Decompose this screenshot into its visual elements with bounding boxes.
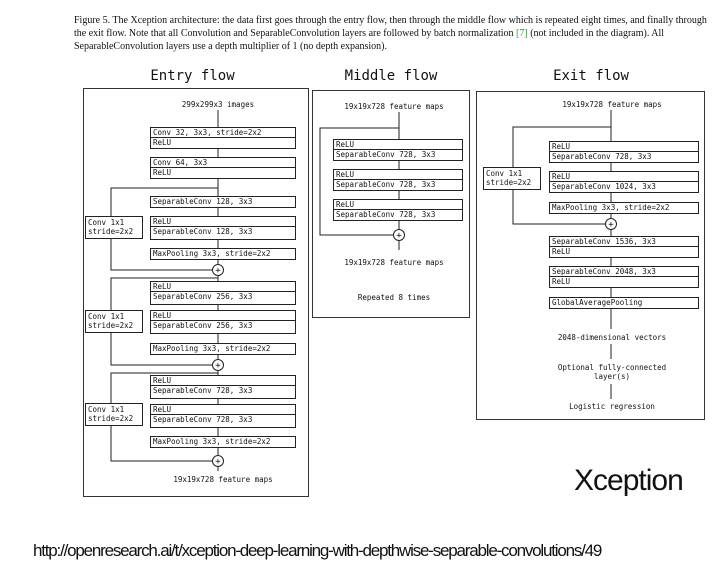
layer-label: ReLU bbox=[550, 246, 698, 256]
middle-relu-sepconv728-block-2: ReLU SeparableConv 728, 3x3 bbox=[333, 169, 463, 191]
middle-output-label: 19x19x728 feature maps bbox=[344, 258, 444, 267]
exit-fc-label: Optional fully-connected layer(s) bbox=[540, 363, 684, 381]
layer-label: SeparableConv 728, 3x3 bbox=[151, 385, 295, 395]
exit-add-node bbox=[605, 218, 617, 230]
layer-label: ReLU bbox=[153, 405, 172, 414]
layer-label: Conv 1x1 bbox=[88, 312, 125, 321]
exit-sepconv2048-block: SeparableConv 2048, 3x3 ReLU bbox=[549, 266, 699, 288]
exit-relu-sepconv1024-block: ReLU SeparableConv 1024, 3x3 bbox=[549, 171, 699, 193]
plus-sign: + bbox=[215, 457, 221, 467]
layer-label: stride=2x2 bbox=[486, 178, 532, 187]
layer-label: SeparableConv 728, 3x3 bbox=[334, 149, 462, 159]
layer-label: MaxPooling 3x3, stride=2x2 bbox=[552, 203, 670, 212]
exit-input-label: 19x19x728 feature maps bbox=[562, 100, 662, 109]
exit-logistic-label: Logistic regression bbox=[569, 402, 655, 411]
entry-add-node-1 bbox=[212, 264, 224, 276]
layer-label: SeparableConv 1536, 3x3 bbox=[552, 237, 656, 246]
layer-label: ReLU bbox=[151, 137, 295, 147]
layer-label: SeparableConv 1024, 3x3 bbox=[550, 181, 698, 191]
entry-add-node-2 bbox=[212, 359, 224, 371]
layer-label: stride=2x2 bbox=[88, 414, 134, 423]
layer-label: MaxPooling 3x3, stride=2x2 bbox=[153, 344, 271, 353]
middle-relu-sepconv728-block-1: ReLU SeparableConv 728, 3x3 bbox=[333, 139, 463, 161]
layer-label: GlobalAveragePooling bbox=[552, 298, 643, 307]
layer-label: ReLU bbox=[336, 200, 355, 209]
layer-label: SeparableConv 256, 3x3 bbox=[151, 320, 295, 330]
layer-label: ReLU bbox=[153, 376, 172, 385]
layer-label: SeparableConv 128, 3x3 bbox=[153, 197, 253, 206]
plus-sign: + bbox=[215, 361, 221, 371]
entry-maxpool-block-1: MaxPooling 3x3, stride=2x2 bbox=[150, 248, 296, 260]
middle-relu-sepconv728-block-3: ReLU SeparableConv 728, 3x3 bbox=[333, 199, 463, 221]
layer-label: SeparableConv 728, 3x3 bbox=[151, 414, 295, 424]
exit-maxpool-block: MaxPooling 3x3, stride=2x2 bbox=[549, 202, 699, 214]
layer-label: ReLU bbox=[336, 140, 355, 149]
layer-label: SeparableConv 256, 3x3 bbox=[151, 291, 295, 301]
entry-relu-sepconv728-block-1: ReLU SeparableConv 728, 3x3 bbox=[150, 375, 296, 399]
middle-add-node bbox=[393, 229, 405, 241]
entry-conv32-block: Conv 32, 3x3, stride=2x2 ReLU bbox=[150, 127, 296, 149]
layer-label: ReLU bbox=[153, 217, 172, 226]
layer-label: Conv 1x1 bbox=[486, 169, 523, 178]
layer-label: Optional fully-connected bbox=[557, 363, 667, 372]
layer-label: SeparableConv 728, 3x3 bbox=[334, 209, 462, 219]
layer-label: Conv 32, 3x3, stride=2x2 bbox=[153, 128, 262, 137]
layer-label: ReLU bbox=[552, 172, 571, 181]
source-url-link[interactable]: http://openresearch.ai/t/xception-deep-l… bbox=[33, 541, 602, 560]
layer-label: stride=2x2 bbox=[88, 321, 134, 330]
plus-sign: + bbox=[215, 266, 221, 276]
entry-relu-sepconv256-block-2: ReLU SeparableConv 256, 3x3 bbox=[150, 310, 296, 334]
entry-input-label: 299x299x3 images bbox=[181, 100, 255, 109]
entry-conv64-block: Conv 64, 3x3 ReLU bbox=[150, 157, 296, 179]
layer-label: SeparableConv 128, 3x3 bbox=[151, 226, 295, 236]
caption-reference-link[interactable]: [7] bbox=[516, 28, 528, 39]
layer-label: ReLU bbox=[153, 311, 172, 320]
layer-label: ReLU bbox=[550, 276, 698, 286]
layer-label: ReLU bbox=[552, 142, 571, 151]
exit-skip-conv: Conv 1x1 stride=2x2 bbox=[483, 167, 541, 190]
entry-relu-sepconv256-block-1: ReLU SeparableConv 256, 3x3 bbox=[150, 281, 296, 305]
layer-label: MaxPooling 3x3, stride=2x2 bbox=[153, 437, 271, 446]
entry-flow-title: Entry flow bbox=[150, 68, 235, 84]
exit-flow-title: Exit flow bbox=[553, 68, 629, 84]
entry-relu-sepconv128-block: ReLU SeparableConv 128, 3x3 bbox=[150, 216, 296, 240]
layer-label: MaxPooling 3x3, stride=2x2 bbox=[153, 249, 271, 258]
exit-sepconv1536-block: SeparableConv 1536, 3x3 ReLU bbox=[549, 236, 699, 258]
entry-sepconv128-block: SeparableConv 128, 3x3 bbox=[150, 196, 296, 208]
entry-skip-conv-3: Conv 1x1 stride=2x2 bbox=[85, 403, 143, 426]
layer-label: SeparableConv 728, 3x3 bbox=[550, 151, 698, 161]
entry-relu-sepconv728-block-2: ReLU SeparableConv 728, 3x3 bbox=[150, 404, 296, 428]
caption-text-end: (not included in the diagram). All Separ… bbox=[74, 28, 665, 52]
entry-skip-conv-2: Conv 1x1 stride=2x2 bbox=[85, 310, 143, 333]
plus-sign: + bbox=[608, 220, 614, 230]
layer-label: SeparableConv 728, 3x3 bbox=[334, 179, 462, 189]
exit-vectors-label: 2048-dimensional vectors bbox=[557, 333, 667, 342]
entry-skip-conv-1: Conv 1x1 stride=2x2 bbox=[85, 216, 143, 239]
xception-label: Xception bbox=[574, 464, 684, 497]
layer-label: stride=2x2 bbox=[88, 227, 134, 236]
layer-label: ReLU bbox=[153, 282, 172, 291]
layer-label: layer(s) bbox=[593, 372, 631, 381]
layer-label: SeparableConv 2048, 3x3 bbox=[552, 267, 656, 276]
exit-relu-sepconv728-block: ReLU SeparableConv 728, 3x3 bbox=[549, 141, 699, 163]
exit-gap-block: GlobalAveragePooling bbox=[549, 297, 699, 309]
layer-label: ReLU bbox=[151, 167, 295, 177]
layer-label: ReLU bbox=[336, 170, 355, 179]
plus-sign: + bbox=[396, 231, 402, 241]
middle-repeat-note: Repeated 8 times bbox=[357, 293, 431, 302]
entry-output-label: 19x19x728 feature maps bbox=[173, 475, 273, 484]
entry-maxpool-block-3: MaxPooling 3x3, stride=2x2 bbox=[150, 436, 296, 448]
entry-maxpool-block-2: MaxPooling 3x3, stride=2x2 bbox=[150, 343, 296, 355]
entry-add-node-3 bbox=[212, 455, 224, 467]
layer-label: Conv 64, 3x3 bbox=[153, 158, 208, 167]
middle-flow-title: Middle flow bbox=[344, 68, 438, 84]
caption-text: Figure 5. The Xception architecture: the… bbox=[74, 15, 707, 39]
figure-caption: Figure 5. The Xception architecture: the… bbox=[74, 14, 714, 53]
layer-label: Conv 1x1 bbox=[88, 405, 125, 414]
middle-input-label: 19x19x728 feature maps bbox=[344, 102, 444, 111]
layer-label: Conv 1x1 bbox=[88, 218, 125, 227]
